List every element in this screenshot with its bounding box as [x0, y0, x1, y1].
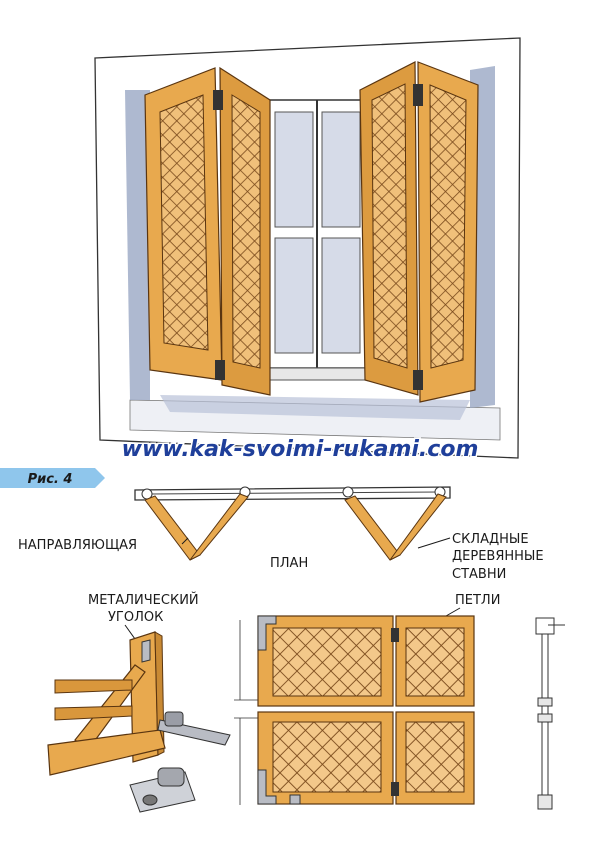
- corner-label-1: МЕТАЛИЧЕСКИЙ: [88, 592, 199, 608]
- shutter-front-view: [234, 615, 475, 805]
- plan-label: ПЛАН: [270, 556, 308, 571]
- right-shutter-outer: [413, 61, 479, 403]
- left-shutter-outer: [144, 67, 223, 381]
- hinge-icon: [413, 84, 423, 106]
- shutters-label-3: СТАВНИ: [452, 567, 506, 582]
- hinge-icon: [215, 360, 225, 380]
- corner-detail: [47, 631, 231, 813]
- corner-label-2: УГОЛОК: [108, 610, 163, 625]
- watermark-text: www.kak-svoimi-rukami.com: [122, 437, 479, 462]
- figure-label: Рис. 4: [28, 472, 73, 487]
- shutters-label-2: ДЕРЕВЯННЫЕ: [452, 549, 544, 564]
- hinge-icon: [391, 782, 399, 796]
- right-shutter-inner: [359, 61, 419, 396]
- hinge-icon: [213, 90, 223, 110]
- left-shutter-inner: [213, 66, 271, 396]
- figure-tab: Рис. 4: [0, 468, 105, 488]
- hinge-icon: [391, 628, 399, 642]
- window-scene: [94, 37, 521, 459]
- shutters-label-1: СКЛАДНЫЕ: [452, 532, 529, 547]
- hinges-label: ПЕТЛИ: [455, 593, 500, 608]
- hinge-icon: [413, 370, 423, 390]
- guide-label: НАПРАВЛЯЮЩАЯ: [18, 538, 137, 553]
- side-profile: [535, 617, 565, 810]
- plan-view: [134, 486, 451, 561]
